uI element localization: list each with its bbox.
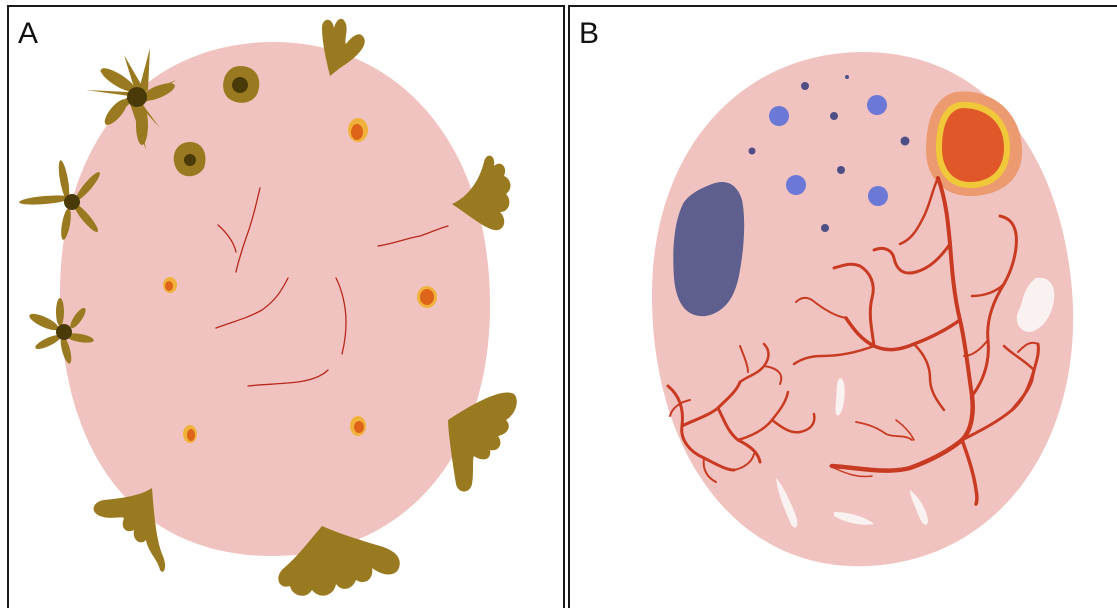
illustration — [0, 0, 1117, 608]
